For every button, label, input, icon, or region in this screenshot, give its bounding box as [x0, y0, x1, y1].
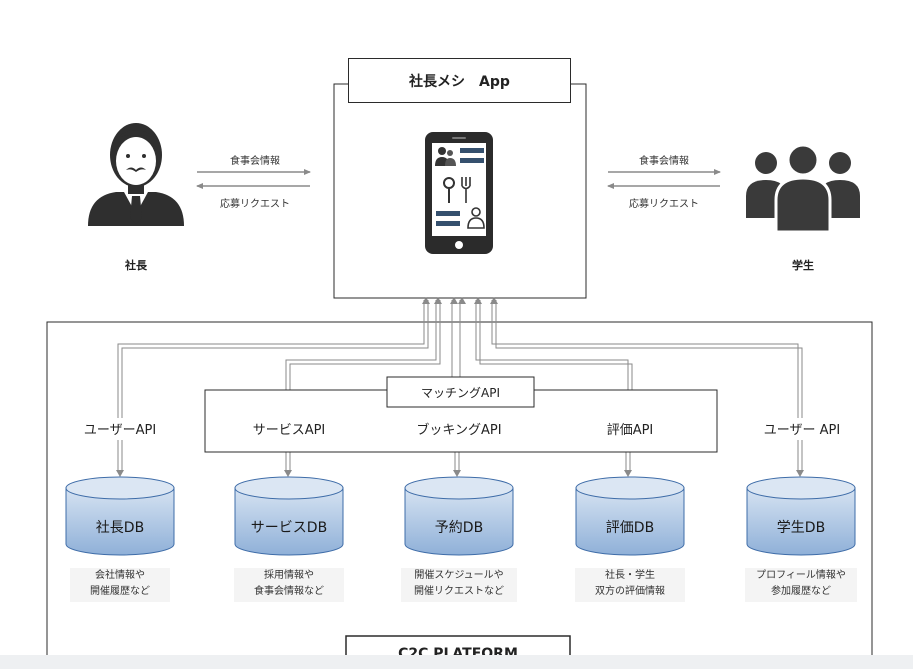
db-note-booking-line1: 開催スケジュールや — [414, 570, 504, 581]
db-note-service-line2: 食事会情報など — [254, 586, 324, 597]
left-request-label: 応募リクエスト — [220, 198, 290, 210]
db-note-president-line1: 会社情報や — [95, 570, 145, 581]
db-cylinder-evaluation — [575, 476, 685, 556]
db-note-evaluation-line1: 社長・学生 — [605, 570, 655, 581]
app-title: 社長メシ App — [409, 73, 510, 90]
api-label-user-left: ユーザーAPI — [66, 418, 174, 438]
db-note-student-line1: プロフィール情報や — [756, 570, 846, 581]
api-db-connectors — [117, 440, 803, 472]
db-note-booking: 開催スケジュールや 開催リクエストなど — [401, 568, 517, 602]
up-arrowheads — [422, 297, 498, 304]
db-cylinder-president — [65, 476, 175, 556]
db-note-president: 会社情報や 開催履歴など — [70, 568, 170, 602]
right-info-label: 食事会情報 — [639, 155, 689, 167]
app-title-box: 社長メシ App — [348, 58, 571, 103]
smartphone-icon — [425, 132, 493, 254]
db-note-student: プロフィール情報や 参加履歴など — [745, 568, 857, 602]
api-label-evaluation: 評価API — [578, 418, 682, 438]
businessman-icon — [88, 123, 184, 226]
api-label-service: サービスAPI — [236, 418, 342, 438]
db-note-student-line2: 参加履歴など — [771, 586, 831, 597]
right-request-label: 応募リクエスト — [629, 198, 699, 210]
actor-right-label: 学生 — [792, 259, 814, 272]
db-note-service-line1: 採用情報や — [264, 570, 314, 581]
api-label-user-right: ユーザー API — [748, 418, 856, 438]
db-note-evaluation: 社長・学生 双方の評価情報 — [575, 568, 685, 602]
bottom-strip — [0, 655, 913, 669]
db-cylinder-service — [234, 476, 344, 556]
db-cylinders — [65, 476, 856, 556]
db-arrowheads — [116, 470, 804, 477]
db-cylinder-booking — [404, 476, 514, 556]
matching-api-label: マッチングAPI — [421, 385, 500, 400]
left-info-label: 食事会情報 — [230, 155, 280, 167]
db-label-student: 学生DB — [776, 520, 826, 536]
db-label-service: サービスDB — [250, 520, 328, 536]
db-note-evaluation-line2: 双方の評価情報 — [595, 586, 665, 597]
db-label-booking: 予約DB — [434, 520, 484, 536]
api-label-booking: ブッキングAPI — [404, 418, 514, 438]
db-label-president: 社長DB — [95, 520, 145, 536]
matching-api-tab — [386, 376, 535, 408]
db-note-booking-line2: 開催リクエストなど — [414, 586, 504, 597]
db-note-service: 採用情報や 食事会情報など — [234, 568, 344, 602]
db-label-evaluation: 評価DB — [605, 520, 655, 536]
students-icon — [746, 143, 860, 234]
db-cylinder-student — [746, 476, 856, 556]
actor-left-label: 社長 — [125, 259, 147, 272]
db-note-president-line2: 開催履歴など — [90, 586, 150, 597]
